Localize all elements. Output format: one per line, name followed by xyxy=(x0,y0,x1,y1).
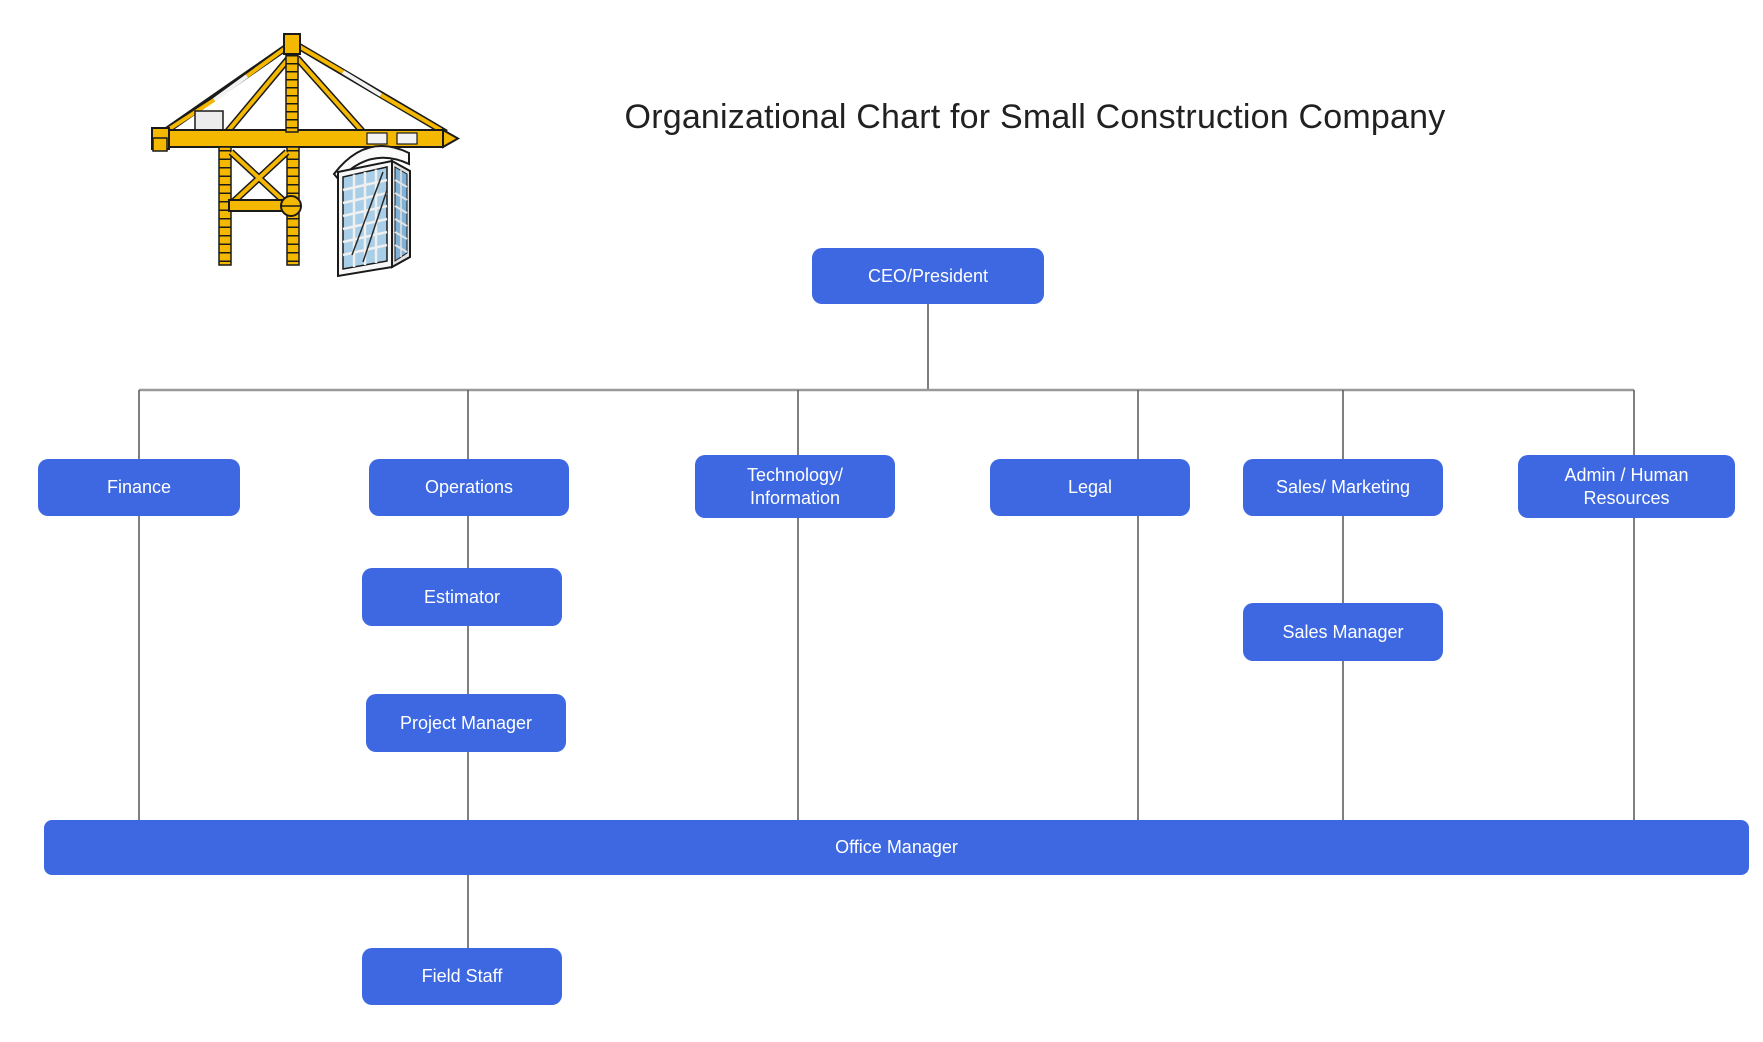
node-legal[interactable]: Legal xyxy=(990,459,1190,516)
node-operations[interactable]: Operations xyxy=(369,459,569,516)
node-technology-information[interactable]: Technology/ Information xyxy=(695,455,895,518)
node-field-staff[interactable]: Field Staff xyxy=(362,948,562,1005)
building-icon xyxy=(332,145,411,278)
node-ceo-president[interactable]: CEO/President xyxy=(812,248,1044,304)
node-sales-marketing[interactable]: Sales/ Marketing xyxy=(1243,459,1443,516)
chart-title: Organizational Chart for Small Construct… xyxy=(624,98,1446,136)
crane-building-illustration xyxy=(151,33,460,278)
crane-icon xyxy=(151,33,460,266)
node-sales-manager[interactable]: Sales Manager xyxy=(1243,603,1443,661)
node-finance[interactable]: Finance xyxy=(38,459,240,516)
node-admin-human-resources[interactable]: Admin / Human Resources xyxy=(1518,455,1735,518)
node-estimator[interactable]: Estimator xyxy=(362,568,562,626)
node-project-manager[interactable]: Project Manager xyxy=(366,694,566,752)
node-office-manager[interactable]: Office Manager xyxy=(44,820,1749,875)
